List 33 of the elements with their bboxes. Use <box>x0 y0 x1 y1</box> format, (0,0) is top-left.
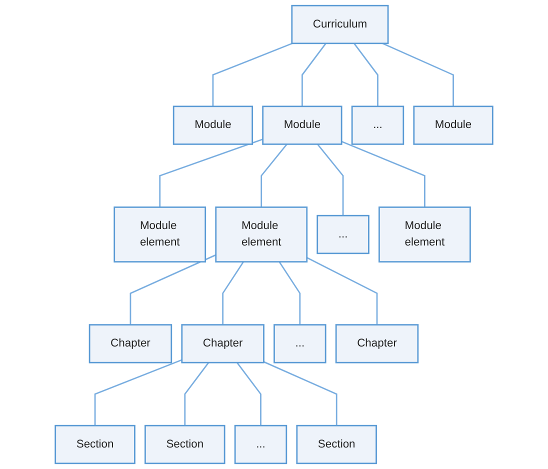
node-box: ... <box>274 324 326 364</box>
node-box: Module <box>413 106 494 145</box>
connector <box>236 362 262 426</box>
connector <box>302 42 326 106</box>
connector <box>159 138 264 208</box>
connector <box>306 257 378 325</box>
connector <box>382 42 454 106</box>
node-box: Section <box>296 424 377 464</box>
connector <box>130 254 216 325</box>
node-box: Module <box>262 106 342 145</box>
node-box: Module element <box>114 206 206 262</box>
node-box: Curriculum <box>291 4 389 44</box>
node-box: Module element <box>378 206 471 262</box>
connector <box>263 361 338 426</box>
connector <box>354 42 378 106</box>
node-box: Chapter <box>335 324 419 364</box>
connector <box>94 359 182 426</box>
node-box: Module element <box>215 206 308 262</box>
node-box: Module <box>172 106 254 145</box>
node-box: Section <box>54 424 136 464</box>
connector <box>278 261 301 325</box>
node-box: ... <box>316 214 370 254</box>
connector <box>316 144 344 216</box>
connector <box>222 261 244 325</box>
node-box: Chapter <box>88 324 172 364</box>
connector <box>184 362 210 426</box>
connector <box>341 140 426 208</box>
connector <box>212 42 293 106</box>
node-box: ... <box>351 106 404 145</box>
node-box: Chapter <box>181 324 264 364</box>
node-box: Section <box>144 424 226 464</box>
connector <box>260 144 288 208</box>
node-box: ... <box>234 424 288 464</box>
